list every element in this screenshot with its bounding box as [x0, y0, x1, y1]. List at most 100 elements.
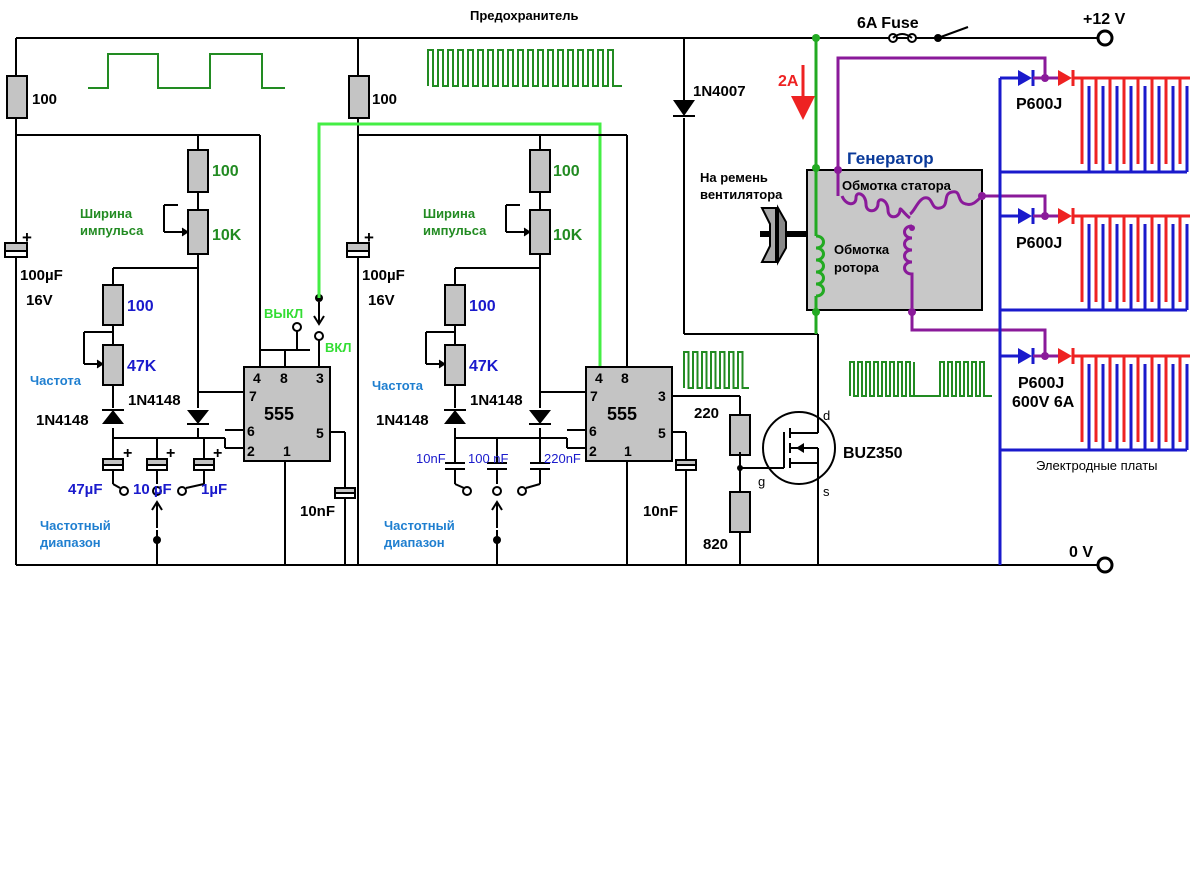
svg-text:7: 7: [590, 388, 598, 404]
svg-text:1: 1: [283, 443, 291, 459]
r47k2-label: 47K: [469, 358, 499, 375]
svg-text:5: 5: [316, 425, 324, 441]
range1-line2: диапазон: [40, 535, 101, 550]
r10k1-label: 10K: [212, 227, 242, 244]
onoff-switch: [292, 322, 324, 367]
rotor-line2: ротора: [834, 260, 880, 275]
cap-plus-2: +: [166, 445, 175, 462]
current-label: 2A: [778, 73, 799, 90]
ground-bus: [998, 76, 1090, 565]
rating-label: 600V 6A: [1012, 394, 1075, 411]
d1n4148c-label: 1N4148: [376, 412, 429, 429]
svg-text:6: 6: [247, 423, 255, 439]
diode-1n4148-c: [444, 410, 466, 424]
c10nf2-label: 10nF: [643, 503, 678, 520]
d1n4148d-label: 1N4148: [470, 392, 523, 409]
r100a-label: 100: [32, 91, 57, 108]
text-labels: Предохранитель 6A Fuse +12 V 0 V 100 100…: [20, 8, 1158, 561]
range1-line1: Частотный: [40, 518, 111, 533]
waveform-4: [849, 361, 992, 397]
p600j-3-label: P600J: [1018, 375, 1064, 392]
svg-text:3: 3: [316, 370, 324, 386]
resistor-100-a: [6, 75, 28, 119]
svg-text:8: 8: [621, 370, 629, 386]
enable-wire: [317, 122, 602, 370]
r47k1-label: 47K: [127, 358, 157, 375]
svg-text:4: 4: [253, 370, 261, 386]
svg-text:d: d: [823, 408, 830, 423]
svg-text:2: 2: [589, 443, 597, 459]
r10k2-label: 10K: [553, 227, 583, 244]
c220nf-sel-label: 220nF: [544, 451, 581, 466]
svg-text:6: 6: [589, 423, 597, 439]
resistor-220: [729, 414, 751, 456]
svg-text:7: 7: [249, 388, 257, 404]
ic1-label: 555: [264, 404, 294, 424]
resistor-100-pw2: [529, 149, 551, 193]
svg-text:1: 1: [624, 443, 632, 459]
c100uf-a-label: 100µF: [20, 267, 63, 284]
on-label: ВКЛ: [325, 340, 351, 355]
freq2-label: Частота: [372, 378, 424, 393]
diode-1n4148-a: [102, 410, 124, 424]
belt-line2: вентилятора: [700, 187, 783, 202]
svg-text:3: 3: [658, 388, 666, 404]
pw1-line2: импульса: [80, 223, 144, 238]
flyback-diode: [683, 38, 819, 565]
range-switch-2: [462, 486, 527, 528]
svg-text:2: 2: [247, 443, 255, 459]
diodes-p600j: [1018, 70, 1075, 364]
p600j-2-label: P600J: [1016, 235, 1062, 252]
power-rails: [15, 37, 1098, 566]
waveform-1: [88, 53, 285, 89]
c100uf-b-label: 100µF: [362, 267, 405, 284]
stage1: [4, 75, 356, 565]
ic2-label: 555: [607, 404, 637, 424]
zero-v-label: 0 V: [1069, 544, 1093, 561]
fan-pulley: [760, 204, 807, 266]
p600j-1-label: P600J: [1016, 96, 1062, 113]
freq1-label: Частота: [30, 373, 82, 388]
r820-label: 820: [703, 536, 728, 553]
svg-text:5: 5: [658, 425, 666, 441]
svg-text:g: g: [758, 474, 765, 489]
pw1-line1: Ширина: [80, 206, 133, 221]
r220-label: 220: [694, 405, 719, 422]
d1n4148a-label: 1N4148: [36, 412, 89, 429]
pot-10k-1: [187, 209, 209, 255]
d1n4148b-label: 1N4148: [128, 392, 181, 409]
plus12-terminal: [1096, 29, 1114, 47]
resistor-100-f2: [444, 284, 466, 326]
svg-text:4: 4: [595, 370, 603, 386]
v16-b-label: 16V: [368, 292, 395, 309]
r100g2-label: 100: [553, 163, 580, 180]
c10uf-label: 10 µF: [133, 481, 172, 498]
pot-47k-2: [444, 344, 466, 386]
cap-plus-1: +: [123, 445, 132, 462]
ground-terminal: [1096, 556, 1114, 574]
stator-label: Обмотка статора: [842, 178, 952, 193]
resistor-820: [729, 491, 751, 533]
generator-label: Генератор: [847, 149, 934, 168]
ic-555-2: [585, 366, 673, 462]
resistor-100-b: [348, 75, 370, 119]
cap-plus-3: +: [213, 445, 222, 462]
pot-47k-1: [102, 344, 124, 386]
pot-10k-2: [529, 209, 551, 255]
rotor-line1: Обмотка: [834, 242, 890, 257]
r100b2-label: 100: [469, 298, 496, 315]
d1n4007-label: 1N4007: [693, 83, 746, 100]
fuse-switch: [888, 26, 969, 43]
diode-1n4148-b: [187, 410, 209, 424]
range2-line1: Частотный: [384, 518, 455, 533]
r100b1-label: 100: [127, 298, 154, 315]
stator-coils: [836, 56, 1047, 354]
pw2-line2: импульса: [423, 223, 487, 238]
waveform-3: [683, 351, 749, 389]
range2-line2: диапазон: [384, 535, 445, 550]
mosfet-label: BUZ350: [843, 445, 903, 462]
resistor-100-f1: [102, 284, 124, 326]
v16-a-label: 16V: [26, 292, 53, 309]
fuse-6a-label: 6A Fuse: [857, 15, 919, 32]
